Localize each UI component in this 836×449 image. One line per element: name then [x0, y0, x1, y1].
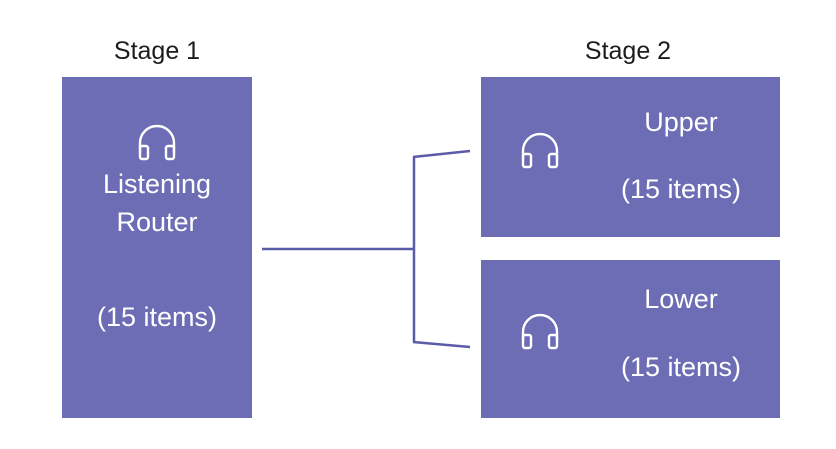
stage-1-name-line1: Listening	[102, 169, 212, 199]
stage-1-box: Listening Router (15 items)	[62, 77, 252, 418]
stage-1-title: Stage 1	[113, 37, 201, 65]
headphones-icon	[138, 124, 176, 161]
stage-2-lower-box: Lower (15 items)	[481, 260, 780, 418]
lower-count: (15 items)	[620, 352, 742, 382]
connector-lower-branch	[412, 340, 471, 349]
upper-count: (15 items)	[620, 174, 742, 204]
connector-upper-branch	[412, 149, 471, 159]
headphones-icon	[521, 132, 559, 169]
stage-2-upper-box: Upper (15 items)	[481, 77, 780, 237]
stage-1-name-line2: Router	[116, 207, 198, 237]
stage-2-title: Stage 2	[584, 37, 672, 65]
headphones-icon	[521, 313, 559, 350]
stage-1-count: (15 items)	[96, 302, 218, 332]
upper-label: Upper	[644, 107, 718, 137]
lower-label: Lower	[644, 284, 718, 314]
